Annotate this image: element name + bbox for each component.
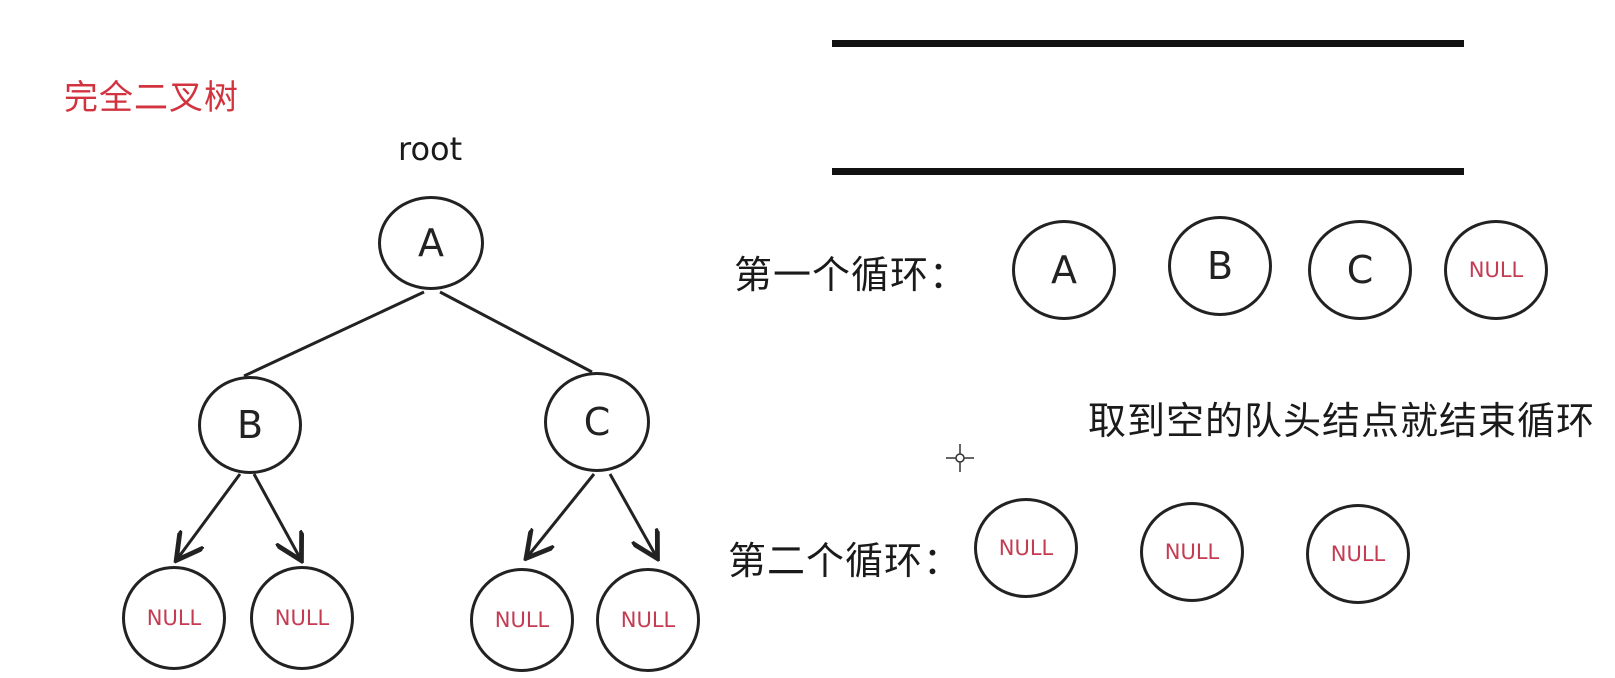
loop-1-node-c: C: [1308, 220, 1412, 320]
queue-bottom-bar: [832, 168, 1464, 175]
root-label: root: [398, 130, 463, 168]
loop-1-node-null: NULL: [1444, 220, 1548, 320]
loop-2-label: 第二个循环：: [728, 539, 963, 583]
arrow-c-right: [608, 473, 656, 556]
end-condition-note: 取到空的队头结点就结束循环: [1088, 399, 1596, 443]
tree-node-b: B: [198, 376, 302, 474]
arrow-c-left: [528, 473, 596, 556]
edge-a-b: [243, 290, 425, 378]
loop-1-label: 第一个循环：: [734, 253, 969, 297]
arrow-b-right: [252, 473, 300, 558]
edge-a-c: [439, 290, 593, 374]
tree-node-b-right-null: NULL: [250, 566, 354, 670]
arrow-b-left: [178, 473, 242, 558]
tree-node-c: C: [544, 372, 650, 472]
queue-top-bar: [832, 40, 1464, 47]
loop-2-node-null-2: NULL: [1140, 502, 1244, 602]
loop-2-node-null-1: NULL: [974, 498, 1078, 598]
loop-1-node-a: A: [1012, 220, 1116, 320]
tree-node-c-left-null: NULL: [470, 568, 574, 672]
crosshair-cursor-icon: [946, 444, 974, 472]
diagram-title: 完全二叉树: [64, 78, 239, 118]
tree-node-a: A: [378, 196, 484, 290]
loop-2-node-null-3: NULL: [1306, 504, 1410, 604]
tree-node-b-left-null: NULL: [122, 566, 226, 670]
tree-node-c-right-null: NULL: [596, 568, 700, 672]
loop-1-node-b: B: [1168, 216, 1272, 316]
